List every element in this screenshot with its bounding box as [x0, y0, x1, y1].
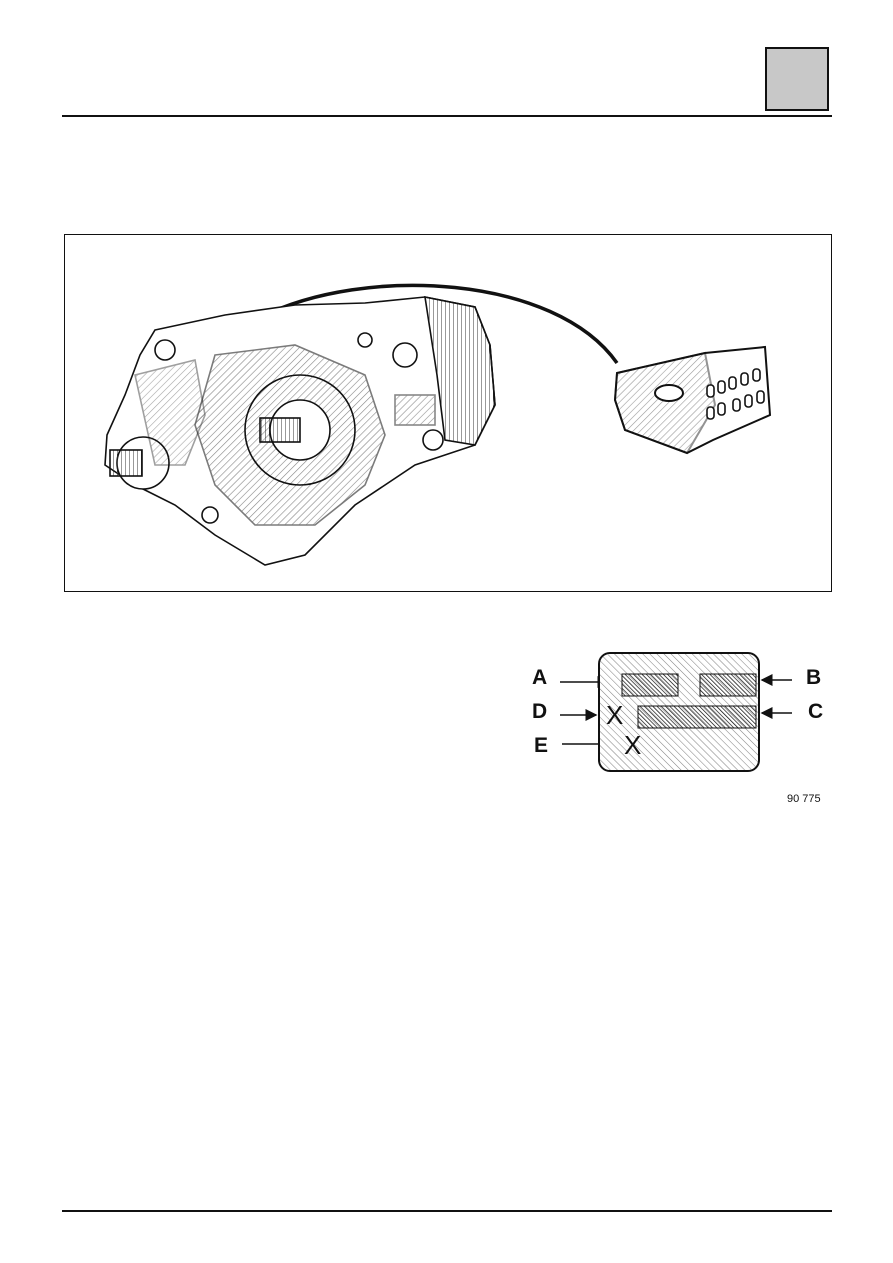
callout-d: D [532, 700, 548, 723]
callout-b: B [806, 666, 822, 689]
gearbox-drawing [104, 283, 772, 566]
identification-plate: X X [598, 652, 760, 772]
field-c [637, 705, 757, 729]
figure-reference: 90 775 [787, 793, 821, 805]
gearbox-figure [64, 234, 832, 592]
callout-e: E [534, 734, 549, 757]
location-arrow [228, 283, 619, 365]
header-rule [62, 115, 832, 117]
field-b [699, 673, 757, 697]
plate-mark-e: X [624, 730, 642, 760]
footer-rule [62, 1210, 832, 1212]
field-a [621, 673, 679, 697]
gearbox-body [104, 295, 496, 566]
callout-c: C [808, 700, 824, 723]
plate-mark-d: X [606, 700, 624, 730]
id-plate-bracket [613, 345, 772, 455]
callout-a: A [532, 666, 548, 689]
section-tab [765, 47, 829, 111]
plate-drawing [600, 654, 758, 770]
